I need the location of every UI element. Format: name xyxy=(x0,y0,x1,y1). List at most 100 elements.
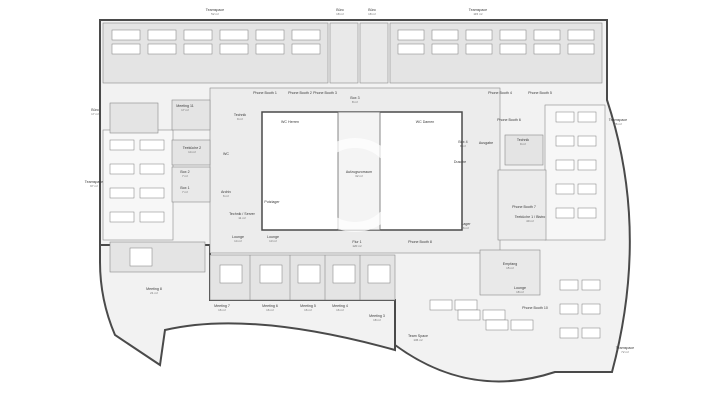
empfang-area xyxy=(479,249,541,296)
technik-right-area xyxy=(504,134,544,166)
desk xyxy=(183,43,213,55)
room-label-phone-booth-2: Phone Booth 2 xyxy=(288,91,312,95)
desk xyxy=(111,29,141,41)
desk xyxy=(457,309,481,321)
desk xyxy=(431,43,459,55)
desk xyxy=(291,29,321,41)
desk xyxy=(109,211,135,223)
desk xyxy=(139,187,165,199)
desk xyxy=(555,183,575,195)
desk xyxy=(255,43,285,55)
desk xyxy=(559,327,579,339)
desk xyxy=(291,43,321,55)
desk xyxy=(147,29,177,41)
desk xyxy=(465,29,493,41)
desk xyxy=(567,29,595,41)
desk xyxy=(555,207,575,219)
buro-top-1-area xyxy=(329,22,359,84)
room-label-phone-booth-6: Phone Booth 6 xyxy=(497,118,521,122)
room-label-wc-damen: WC Damen xyxy=(415,120,435,124)
teeküche-1-area xyxy=(497,169,547,241)
room-label-phone-booth-10: Phone Booth 10 xyxy=(522,306,548,310)
building-outline-sw xyxy=(99,244,396,367)
desk xyxy=(454,299,478,311)
room-label-phone-booth-7: Phone Booth 7 xyxy=(512,205,536,209)
desk-group xyxy=(109,29,601,339)
room-label-phone-booth-1: Phone Booth 1 xyxy=(253,91,277,95)
room-label-dusche: Dusche xyxy=(453,160,467,164)
desk xyxy=(109,139,135,151)
desk xyxy=(510,319,534,331)
room-label-phone-booth-4: Phone Booth 4 xyxy=(488,91,512,95)
desk xyxy=(581,303,601,315)
desk xyxy=(577,111,597,123)
desk xyxy=(431,29,459,41)
desk xyxy=(183,29,213,41)
desk xyxy=(499,43,527,55)
meeting-8-area xyxy=(109,241,206,273)
desk xyxy=(139,139,165,151)
desk xyxy=(577,135,597,147)
room-label-wc-herren: WC Herren xyxy=(281,120,299,124)
desk xyxy=(577,207,597,219)
desk xyxy=(332,264,356,284)
room-label-phone-booth-3: Phone Booth 3 xyxy=(313,91,337,95)
desk xyxy=(555,159,575,171)
desk xyxy=(109,163,135,175)
room-label-wc: WC xyxy=(223,152,229,156)
desk xyxy=(581,279,601,291)
teamspace-right-area xyxy=(544,104,606,241)
desk xyxy=(147,43,177,55)
desk xyxy=(499,29,527,41)
desk xyxy=(559,279,579,291)
desk xyxy=(482,309,506,321)
desk xyxy=(259,264,283,284)
desk xyxy=(139,211,165,223)
desk xyxy=(429,299,453,311)
desk xyxy=(397,43,425,55)
desk xyxy=(567,43,595,55)
desk xyxy=(219,264,243,284)
desk xyxy=(577,159,597,171)
desk xyxy=(109,187,135,199)
logo-watermark xyxy=(308,138,402,232)
desk xyxy=(129,247,153,267)
desk xyxy=(533,29,561,41)
teamspace-top-right-area xyxy=(389,22,603,84)
meeting-11-area xyxy=(171,99,211,131)
desk xyxy=(533,43,561,55)
desk xyxy=(559,303,579,315)
room-label-phone-booth-8: Phone Booth 8 xyxy=(408,240,432,244)
desk xyxy=(555,135,575,147)
desk xyxy=(397,29,425,41)
desk xyxy=(577,183,597,195)
desk xyxy=(367,264,391,284)
